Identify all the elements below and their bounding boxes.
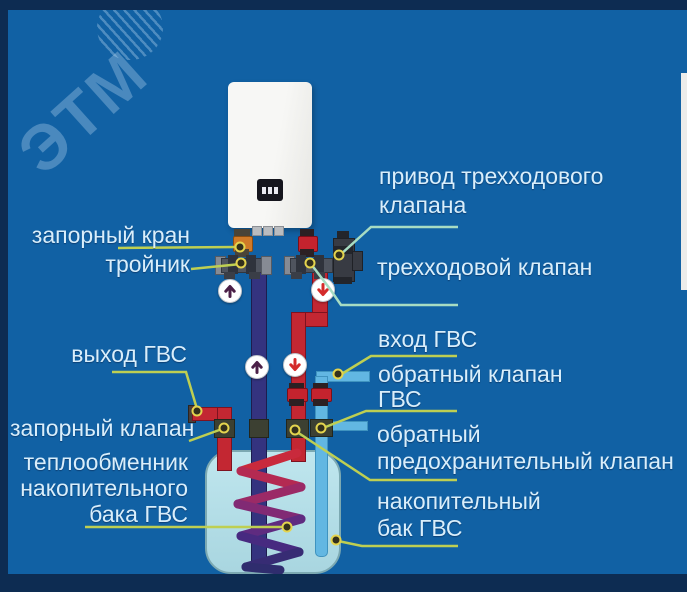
- boiler-stub: [263, 226, 273, 236]
- label-shutoff-valve: запорный клапан: [10, 415, 195, 441]
- safety-check-valve-band: [289, 399, 304, 406]
- label-check-valve-gvs: обратный клапан ГВС: [378, 361, 563, 412]
- flow-down-icon: [311, 278, 335, 302]
- tee-flange: [224, 272, 235, 279]
- label-dhw-inlet: вход ГВС: [378, 326, 478, 352]
- three-way-actuator-band: [333, 246, 353, 254]
- label-storage-tank: накопительный бак ГВС: [377, 488, 541, 541]
- three-way-actuator-foot: [334, 277, 352, 284]
- label-shutoff-tap: запорный кран: [31, 222, 190, 248]
- safety-check-valve-band: [289, 383, 304, 390]
- label-tee: тройник: [105, 251, 190, 277]
- shutoff-valve-fitting: [214, 419, 235, 438]
- boiler-stub: [252, 226, 262, 236]
- shutoff-tap-bottom-nut: [235, 249, 249, 257]
- tee-fitting: [246, 255, 256, 274]
- label-safety-check-valve: обратный предохранительный клапан: [377, 421, 674, 474]
- boiler-valve-nut: [300, 249, 314, 257]
- electric-boiler: [228, 82, 312, 228]
- etm-globe-icon: [97, 0, 163, 60]
- cold-pipe-fitting: [310, 419, 333, 437]
- check-valve-gvs-band: [313, 399, 328, 406]
- tee-fitting: [261, 256, 272, 275]
- frame-bottom: [0, 574, 687, 592]
- label-dhw-outlet: выход ГВС: [71, 341, 187, 367]
- check-valve-gvs-band: [313, 383, 328, 390]
- return-pipe-fitting: [249, 419, 269, 438]
- flow-up-icon: [245, 355, 269, 379]
- safety-discharge-stub: [331, 421, 368, 431]
- right-edge-strip: [681, 73, 687, 290]
- flow-up-icon: [218, 279, 242, 303]
- three-way-valve-body: [296, 255, 306, 274]
- frame-left: [0, 0, 8, 592]
- tee-flange: [249, 272, 260, 279]
- label-three-way-valve: трехходовой клапан: [377, 254, 593, 280]
- three-way-actuator-outlet: [352, 251, 363, 271]
- label-three-way-actuator: привод трехходового клапана: [379, 163, 604, 218]
- frame-top: [0, 0, 687, 10]
- label-heat-exchanger: теплообменник накопительного бака ГВС: [20, 449, 188, 527]
- dhw-outlet-pipe-vertical: [217, 407, 232, 471]
- boiler-display: [257, 179, 283, 201]
- three-way-valve-flange: [291, 272, 302, 279]
- boiler-stub: [274, 226, 284, 236]
- shutoff-tap-top-nut: [234, 229, 250, 237]
- flow-down-icon: [283, 353, 307, 377]
- supply-pipe-fitting: [286, 419, 309, 438]
- boiler-valve-nut: [300, 229, 314, 237]
